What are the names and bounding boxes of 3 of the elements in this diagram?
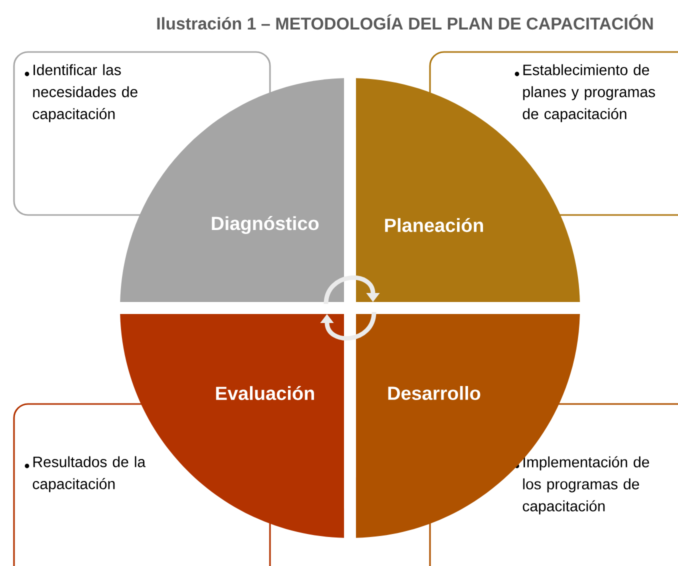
curved-arrow bbox=[320, 312, 376, 340]
title: Ilustración 1 – METODOLOGÍA DEL PLAN DE CAPACITACIÓN bbox=[157, 14, 653, 30]
curved-arrow bbox=[324, 276, 380, 304]
